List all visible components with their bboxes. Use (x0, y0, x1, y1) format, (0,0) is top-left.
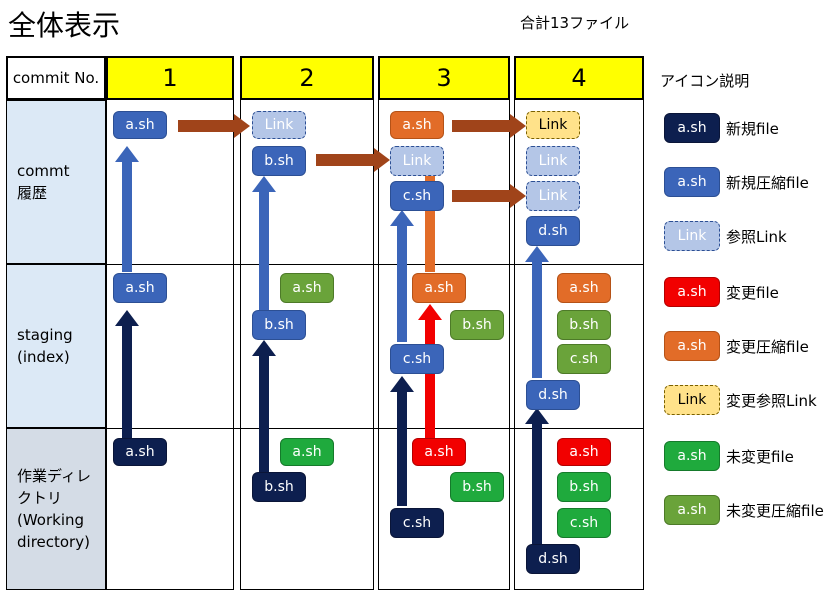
arrow-c2-stag-hist (252, 176, 276, 310)
file-box-c4-stag-a[interactable]: a.sh (557, 273, 611, 303)
divider-history-staging (6, 264, 644, 265)
link-box-c4-hist-2[interactable]: Link (526, 146, 580, 176)
file-box-c4-work-b[interactable]: b.sh (557, 472, 611, 502)
arrow-c1-work-stag (115, 310, 139, 438)
file-box-c2-work-b[interactable]: b.sh (252, 472, 306, 502)
link-box-c2-hist[interactable]: Link (252, 111, 306, 139)
file-box-c1-work-a[interactable]: a.sh (113, 438, 167, 466)
legend-label-unchanged-file: 未変更file (726, 448, 794, 466)
arrow-c2-work-stag (252, 340, 276, 472)
legend-label-new-file: 新規file (726, 120, 779, 138)
legend-box-new-compressed: a.sh (664, 167, 720, 197)
arrow-c2-to-c3 (316, 148, 390, 172)
arrow-c3-workc-stagc (390, 376, 414, 506)
page-title: 全体表示 (8, 9, 121, 42)
file-box-c4-work-a[interactable]: a.sh (557, 438, 611, 466)
file-box-c3-stag-b[interactable]: b.sh (450, 310, 504, 340)
row-label-history-text: commt 履歴 (17, 162, 70, 202)
legend-box-changed-compressed: a.sh (664, 331, 720, 361)
file-box-c1-hist-a[interactable]: a.sh (113, 111, 167, 139)
row-label-working-text: 作業ディレ クトリ (Working directory) (17, 467, 91, 551)
legend-box-unchanged-file: a.sh (664, 441, 720, 471)
link-box-c4-hist-1[interactable]: Link (526, 111, 580, 139)
file-box-c4-stag-b[interactable]: b.sh (557, 310, 611, 340)
row-label-history: commt 履歴 (6, 100, 106, 264)
row-label-staging: staging (index) (6, 264, 106, 428)
arrow-c4-stagd-histd (525, 246, 549, 378)
link-box-c3-hist[interactable]: Link (390, 146, 444, 176)
file-box-c4-work-c[interactable]: c.sh (557, 508, 611, 538)
legend-box-new-file: a.sh (664, 113, 720, 143)
arrow-c3-stagc-histc (390, 210, 414, 342)
file-box-c3-work-a[interactable]: a.sh (412, 438, 466, 466)
link-box-c4-hist-3[interactable]: Link (526, 181, 580, 211)
legend-label-new-compressed: 新規圧縮file (726, 174, 809, 192)
legend-box-changed-link: Link (664, 385, 720, 415)
arrow-c3-c-to-c4 (452, 184, 526, 208)
legend-box-ref-link: Link (664, 221, 720, 251)
header-commit-4: 4 (514, 56, 644, 100)
arrow-c3-a-to-c4 (452, 114, 526, 138)
header-commit-label: commit No. (6, 56, 106, 100)
file-box-c4-stag-d[interactable]: d.sh (526, 380, 580, 410)
arrow-c1-to-c2 (178, 114, 250, 138)
file-box-c2-stag-a[interactable]: a.sh (280, 273, 334, 303)
file-box-c3-stag-c[interactable]: c.sh (390, 344, 444, 374)
file-box-c3-hist-a[interactable]: a.sh (390, 111, 444, 139)
file-box-c2-stag-b[interactable]: b.sh (252, 310, 306, 340)
file-box-c3-hist-c[interactable]: c.sh (390, 181, 444, 211)
legend-label-ref-link: 参照Link (726, 228, 787, 246)
file-box-c2-work-a[interactable]: a.sh (280, 438, 334, 466)
file-box-c4-hist-d[interactable]: d.sh (526, 216, 580, 246)
file-box-c3-stag-a[interactable]: a.sh (412, 273, 466, 303)
header-commit-3: 3 (378, 56, 510, 100)
header-commit-1: 1 (106, 56, 234, 100)
legend-box-unchanged-compressed: a.sh (664, 495, 720, 525)
file-box-c4-work-d[interactable]: d.sh (526, 544, 580, 574)
file-box-c3-work-c[interactable]: c.sh (390, 508, 444, 538)
legend-box-changed-file: a.sh (664, 277, 720, 307)
legend-label-changed-link: 変更参照Link (726, 392, 817, 410)
arrow-c4-workd-stagd (525, 408, 549, 544)
file-box-c1-stag-a[interactable]: a.sh (113, 273, 167, 303)
file-box-c2-hist-b[interactable]: b.sh (252, 146, 306, 176)
legend-title: アイコン説明 (660, 72, 750, 90)
file-total: 合計13ファイル (520, 14, 630, 32)
legend-label-changed-compressed: 変更圧縮file (726, 338, 809, 356)
legend-label-unchanged-compressed: 未変更圧縮file (726, 502, 824, 520)
file-box-c3-work-b[interactable]: b.sh (450, 472, 504, 502)
legend-label-changed-file: 変更file (726, 284, 779, 302)
file-box-c4-stag-c[interactable]: c.sh (557, 344, 611, 374)
divider-staging-working (6, 428, 644, 429)
arrow-c1-stag-hist (115, 146, 139, 272)
row-label-staging-text: staging (index) (17, 326, 73, 366)
header-commit-2: 2 (240, 56, 374, 100)
row-label-working: 作業ディレ クトリ (Working directory) (6, 428, 106, 590)
